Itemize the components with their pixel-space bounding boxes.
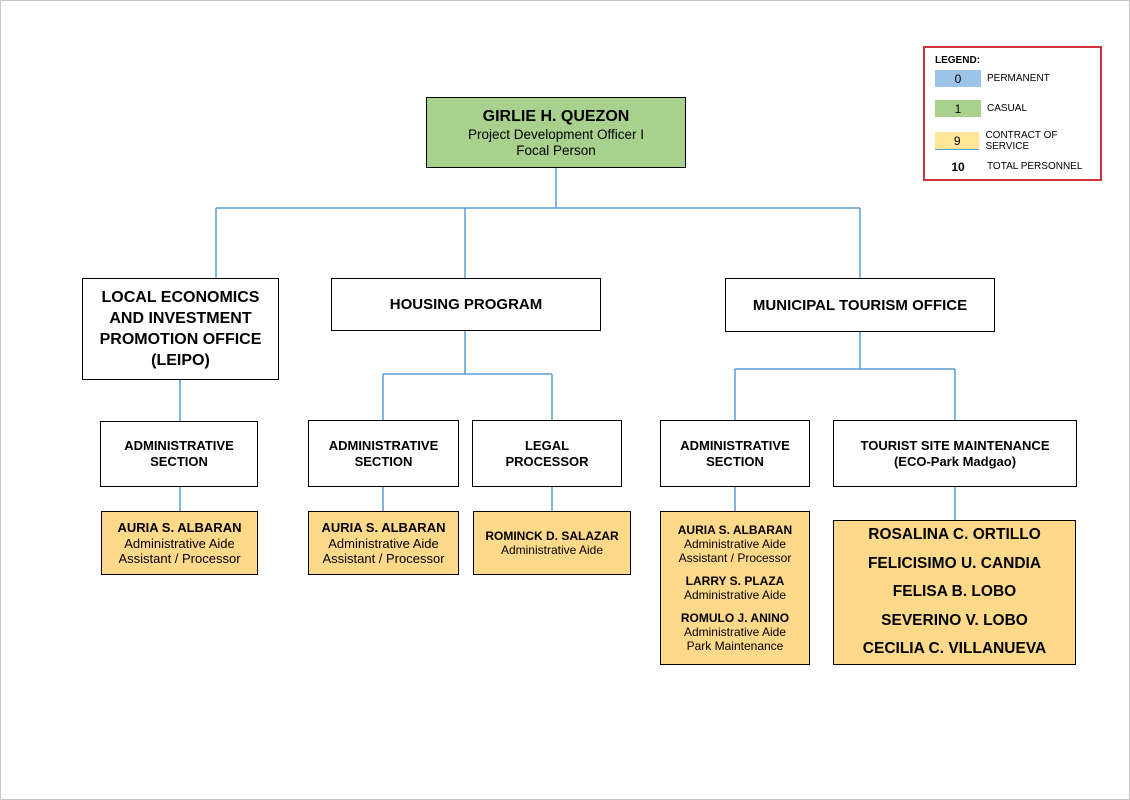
legend-label: CONTRACT OF SERVICE [985,130,1058,152]
staff-name: ROMULO J. ANINO [680,611,790,625]
focal-person-position: Project Development Officer I [467,126,645,142]
legend-swatch-permanent: 0 [935,70,981,87]
staff-name: AURIA S. ALBARAN [677,523,793,537]
staff-name: AURIA S. ALBARAN [321,520,446,535]
staff-name: CECILIA C. VILLANUEVA [862,640,1047,658]
staff-card: ROSALINA C. ORTILLO FELICISIMO U. CANDIA… [833,520,1076,665]
section-title: SECTION [706,453,764,469]
section-housing-legal: LEGAL PROCESSOR [472,420,622,487]
staff-role: Assistant / Processor [118,551,241,566]
focal-person-role: Focal Person [516,142,596,158]
section-title: (ECO-Park Madgao) [893,453,1017,469]
unit-leipo-title: LOCAL ECONOMICS [101,289,260,306]
legend-label: PERMANENT [987,73,1050,84]
staff-position: Administrative Aide [683,588,787,602]
section-title: LEGAL [524,437,570,453]
focal-person-name: GIRLIE H. QUEZON [482,107,630,125]
staff-name: SEVERINO V. LOBO [881,611,1028,629]
section-title: SECTION [150,454,208,469]
staff-name: FELISA B. LOBO [892,583,1017,601]
staff-position: Administrative Aide [683,537,787,551]
unit-tourism: MUNICIPAL TOURISM OFFICE [725,278,995,332]
staff-role: Assistant / Processor [322,551,445,566]
unit-leipo-title: AND INVESTMENT [109,310,252,327]
staff-name: AURIA S. ALBARAN [117,520,242,535]
staff-card: AURIA S. ALBARAN Administrative Aide Ass… [660,511,810,665]
staff-name: ROMINCK D. SALAZAR [485,529,619,543]
legend-label: TOTAL PERSONNEL [987,161,1083,172]
staff-name: FELICISIMO U. CANDIA [867,554,1042,572]
unit-housing-title: HOUSING PROGRAM [389,296,543,313]
section-title: SECTION [354,453,413,469]
section-tourism-admin: ADMINISTRATIVE SECTION [660,420,810,487]
legend-label: CASUAL [987,103,1028,114]
legend-swatch-contract: 9 [935,132,980,150]
staff-position: Administrative Aide [328,536,439,551]
staff-position: Administrative Aide [124,536,235,551]
section-title: ADMINISTRATIVE [328,437,439,453]
section-title: TOURIST SITE MAINTENANCE [860,437,1050,453]
staff-card: ROMINCK D. SALAZAR Administrative Aide [473,511,631,575]
section-title: ADMINISTRATIVE [680,437,790,453]
unit-tourism-title: MUNICIPAL TOURISM OFFICE [752,296,968,314]
staff-role: Assistant / Processor [678,551,792,565]
legend-row: 10 TOTAL PERSONNEL [935,158,1082,175]
unit-leipo: LOCAL ECONOMICS AND INVESTMENT PROMOTION… [82,278,279,380]
staff-position: Administrative Aide [683,625,787,639]
unit-leipo-title: (LEIPO) [151,352,210,369]
legend-row: 0 PERMANENT [935,70,1050,87]
unit-housing: HOUSING PROGRAM [331,278,601,331]
staff-card: AURIA S. ALBARAN Administrative Aide Ass… [308,511,459,575]
legend-swatch-casual: 1 [935,100,981,117]
legend-row: 9 CONTRACT OF SERVICE [935,130,1100,152]
section-title: ADMINISTRATIVE [124,438,234,453]
legend-row: 1 CASUAL [935,100,1027,117]
section-housing-admin: ADMINISTRATIVE SECTION [308,420,459,487]
section-tourism-site: TOURIST SITE MAINTENANCE (ECO-Park Madga… [833,420,1077,487]
staff-name: LARRY S. PLAZA [685,574,785,588]
unit-leipo-title: PROMOTION OFFICE [99,331,262,348]
staff-name: ROSALINA C. ORTILLO [868,526,1041,544]
legend-total-count: 10 [951,159,965,174]
section-title: PROCESSOR [505,453,589,469]
focal-person-box: GIRLIE H. QUEZON Project Development Off… [426,97,686,168]
staff-card: AURIA S. ALBARAN Administrative Aide Ass… [101,511,258,575]
section-leipo-admin: ADMINISTRATIVE SECTION [100,421,258,487]
staff-position: Administrative Aide [500,543,604,557]
legend-title: LEGEND: [935,55,980,66]
staff-role: Park Maintenance [686,639,784,653]
legend: LEGEND: 0 PERMANENT 1 CASUAL 9 CONTRACT … [923,46,1102,181]
